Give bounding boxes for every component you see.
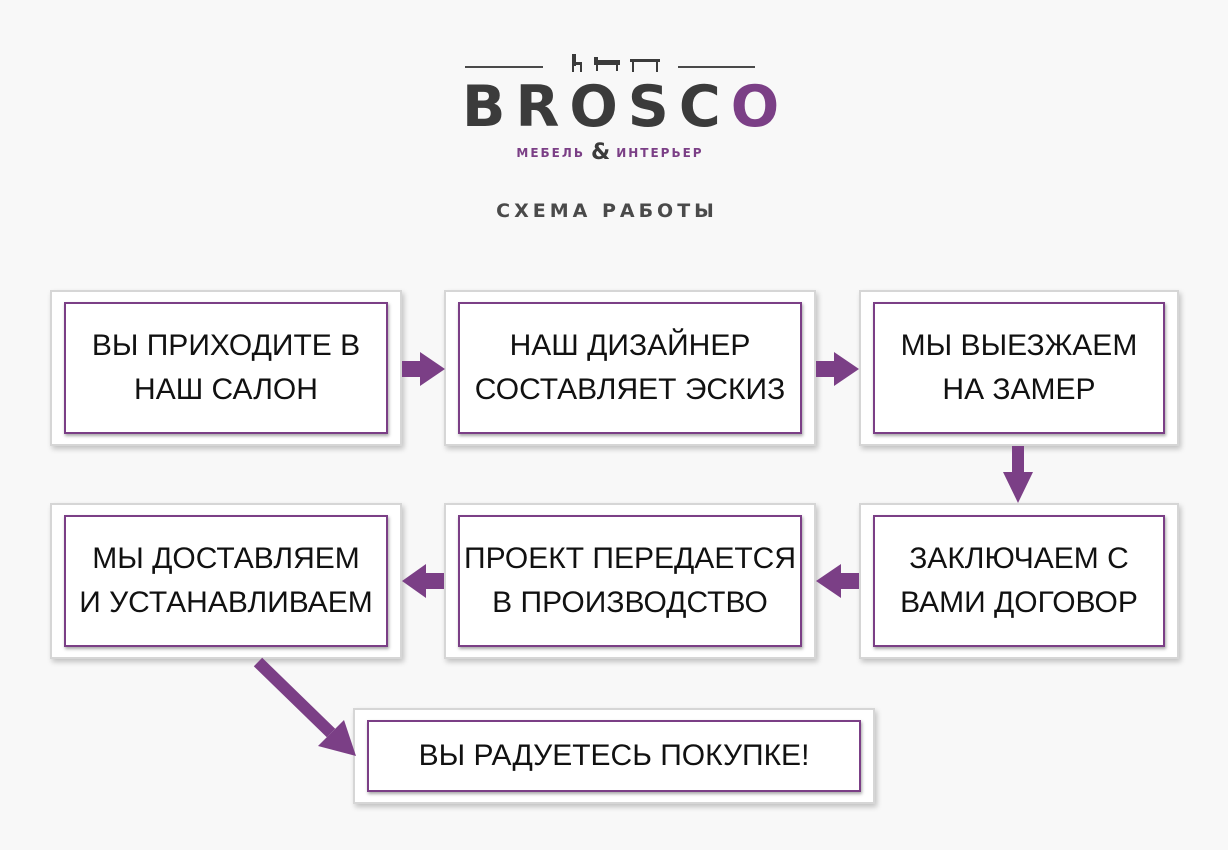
step-frame: ВЫ ПРИХОДИТЕ В НАШ САЛОН bbox=[64, 302, 388, 434]
step-box-6: МЫ ДОСТАВЛЯЕМ И УСТАНАВЛИВАЕМ bbox=[50, 503, 402, 659]
arrow-left-icon bbox=[402, 564, 444, 598]
step-label: МЫ ДОСТАВЛЯЕМ И УСТАНАВЛИВАЕМ bbox=[79, 542, 373, 619]
step-label: ЗАКЛЮЧАЕМ С ВАМИ ДОГОВОР bbox=[900, 542, 1138, 619]
step-box-7: ВЫ РАДУЕТЕСЬ ПОКУПКЕ! bbox=[353, 708, 875, 804]
logo-line-left bbox=[465, 66, 543, 68]
scheme-title: СХЕМА РАБОТЫ bbox=[496, 200, 718, 222]
step-label: НАШ ДИЗАЙНЕР СОСТАВЛЯЕТ ЭСКИЗ bbox=[474, 329, 786, 406]
step-box-1: ВЫ ПРИХОДИТЕ В НАШ САЛОН bbox=[50, 290, 402, 446]
step-frame: МЫ ВЫЕЗЖАЕМ НА ЗАМЕР bbox=[873, 302, 1165, 434]
step-label: МЫ ВЫЕЗЖАЕМ НА ЗАМЕР bbox=[900, 329, 1138, 406]
arrow-right-icon bbox=[816, 352, 859, 386]
brand-subtitle-right: ИНТЕРЬЕР bbox=[616, 146, 704, 160]
arrow-diagonal-shaft bbox=[253, 657, 336, 738]
furniture-silhouettes-icon bbox=[572, 54, 660, 72]
brand-subtitle-ampersand: & bbox=[591, 140, 611, 165]
step-frame: ПРОЕКТ ПЕРЕДАЕТСЯ В ПРОИЗВОДСТВО bbox=[458, 515, 802, 647]
step-box-3: МЫ ВЫЕЗЖАЕМ НА ЗАМЕР bbox=[859, 290, 1179, 446]
arrow-right-icon bbox=[402, 352, 445, 386]
brand-logo-text: BROSCO bbox=[462, 72, 779, 142]
step-frame: МЫ ДОСТАВЛЯЕМ И УСТАНАВЛИВАЕМ bbox=[64, 515, 388, 647]
step-box-2: НАШ ДИЗАЙНЕР СОСТАВЛЯЕТ ЭСКИЗ bbox=[444, 290, 816, 446]
step-frame: ЗАКЛЮЧАЕМ С ВАМИ ДОГОВОР bbox=[873, 515, 1165, 647]
logo-line-right bbox=[678, 66, 755, 68]
step-label: ПРОЕКТ ПЕРЕДАЕТСЯ В ПРОИЗВОДСТВО bbox=[464, 542, 796, 619]
brand-subtitle-left: МЕБЕЛЬ bbox=[516, 146, 585, 160]
brand-subtitle: МЕБЕЛЬ&ИНТЕРЬЕР bbox=[462, 140, 758, 165]
arrow-down-icon bbox=[1003, 446, 1033, 503]
step-frame: НАШ ДИЗАЙНЕР СОСТАВЛЯЕТ ЭСКИЗ bbox=[458, 302, 802, 434]
brand-accent-letter: O bbox=[730, 74, 790, 140]
step-box-4: ЗАКЛЮЧАЕМ С ВАМИ ДОГОВОР bbox=[859, 503, 1179, 659]
step-label: ВЫ РАДУЕТЕСЬ ПОКУПКЕ! bbox=[418, 739, 810, 772]
step-frame: ВЫ РАДУЕТЕСЬ ПОКУПКЕ! bbox=[367, 720, 861, 792]
step-box-5: ПРОЕКТ ПЕРЕДАЕТСЯ В ПРОИЗВОДСТВО bbox=[444, 503, 816, 659]
arrow-left-icon bbox=[816, 564, 859, 598]
arrow-diagonal-icon bbox=[318, 720, 356, 756]
step-label: ВЫ ПРИХОДИТЕ В НАШ САЛОН bbox=[91, 329, 361, 406]
brand-main: BROSC bbox=[462, 74, 731, 140]
